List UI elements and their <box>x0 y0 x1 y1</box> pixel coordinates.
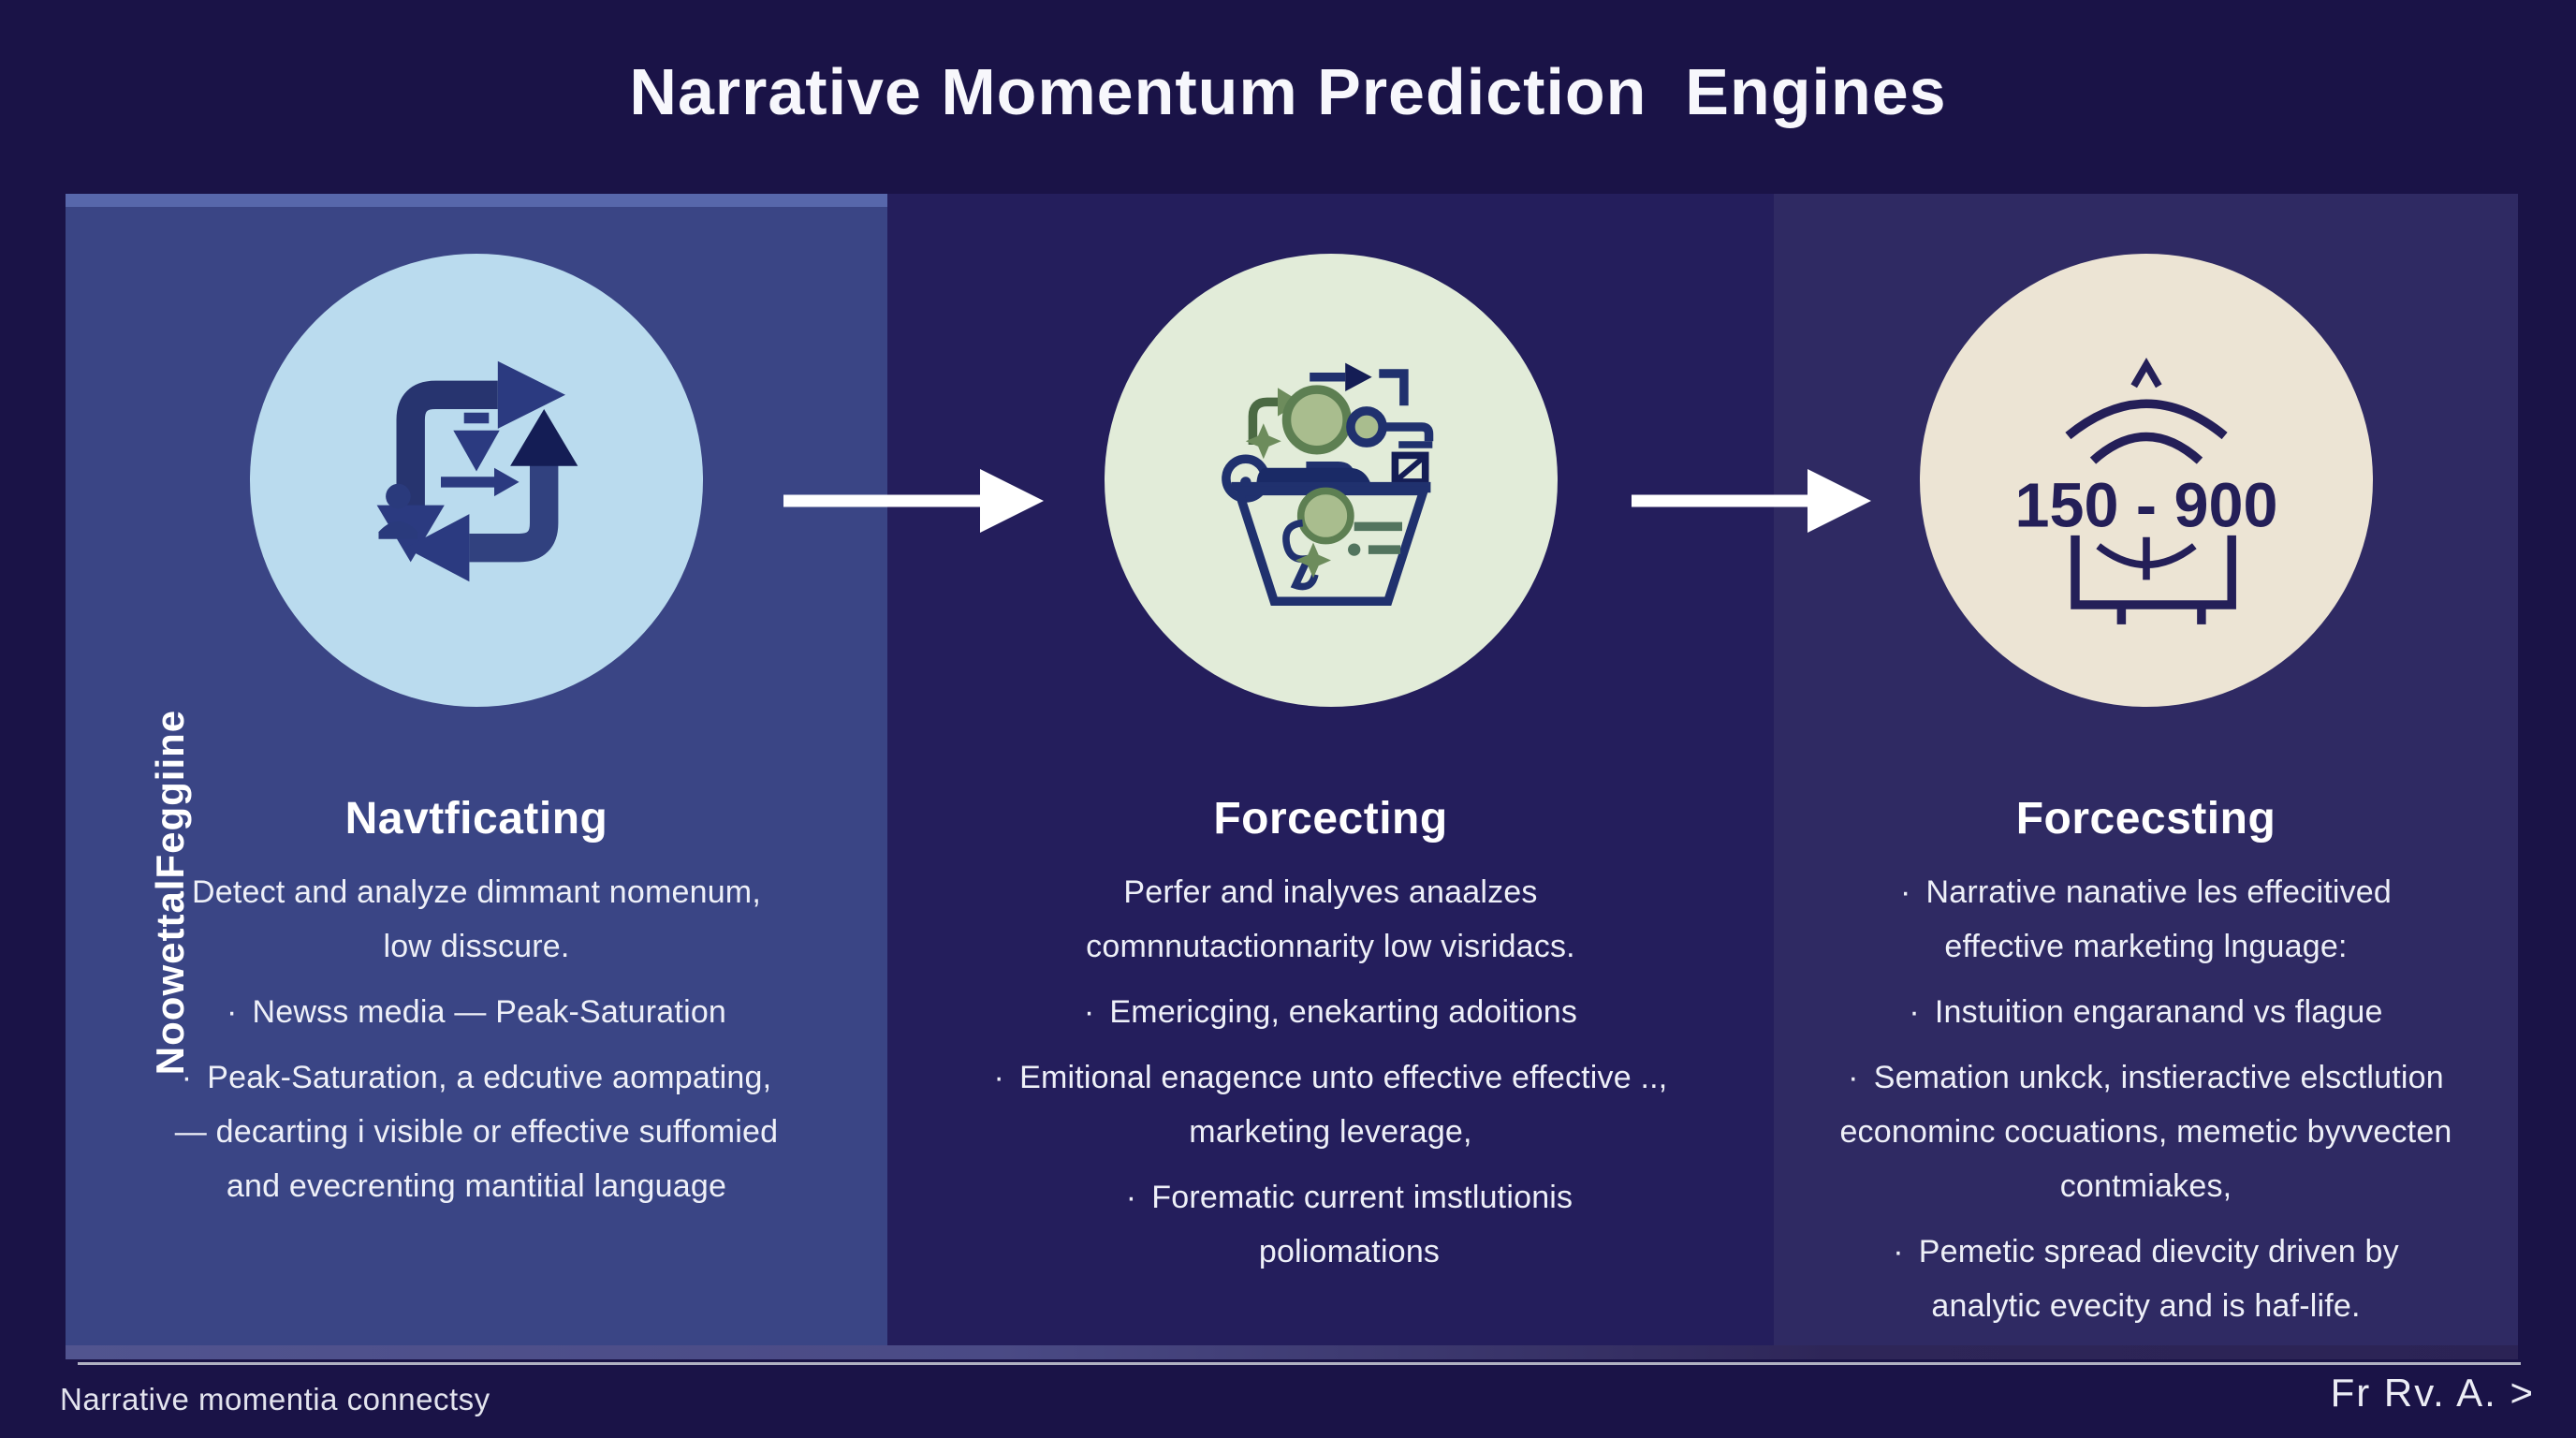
footer-accent-band <box>66 1345 2518 1359</box>
bullet-dot-icon: · <box>1848 1060 1859 1095</box>
list-item-text: Emericging, enekarting adoitions <box>1109 994 1578 1030</box>
cycle-arrows-graphic <box>376 360 578 582</box>
list-item: · Pemetic spread dievcity driven by analy… <box>1837 1225 2455 1333</box>
list-item: · Emericging, enekarting adoitions <box>994 985 1668 1039</box>
list-item-text: Newss media — Peak-Saturation <box>252 994 727 1030</box>
list-item: ·Peak-Saturation, a edcutive aompating, … <box>168 1050 785 1213</box>
list-item-text: Narrative nanative les effecitived effec… <box>1925 874 2393 964</box>
bullet-dot-icon: · <box>1893 1234 1904 1269</box>
column-heading: Forcecsting <box>2015 794 2276 844</box>
column-paragraph: Detect and analyze dimmant nomenum, low … <box>192 874 761 964</box>
panel-detection: NoowettalFeggiine Navtficating Detect an… <box>66 194 887 1345</box>
list-item: · Newss media — Peak-Saturation <box>168 985 785 1039</box>
column-heading: Navtficating <box>344 794 608 844</box>
bullet-dot-icon: · <box>1125 1180 1137 1215</box>
bullet-dot-icon: · <box>993 1060 1005 1095</box>
bullet-dot-icon: · <box>1899 874 1911 910</box>
bullet-dot-icon: · <box>1909 994 1920 1030</box>
list-item-text: Semation unkck, instieractive elsctlutio… <box>1839 1060 2452 1204</box>
analysis-basket-icon <box>1104 254 1558 707</box>
list-item: · Narrative nanative les effecitived effe… <box>1837 865 2455 974</box>
bullet-dot-icon: · <box>226 994 238 1030</box>
bullet-dot-icon: · <box>181 1060 193 1095</box>
list-item-nested: · Forematic current imstlutionis poliomat… <box>994 1170 1668 1279</box>
range-value: 150 - 900 <box>2014 471 2277 540</box>
footer-attribution: Fr Rv. A. > <box>2330 1371 2535 1415</box>
page-title: Narrative Momentum Prediction Engines <box>629 55 1947 128</box>
range-gauge-icon: 150 - 900 <box>1919 254 2373 707</box>
footer-caption: Narrative momentia connectsy <box>60 1382 490 1416</box>
list-item: · Instuition engaranand vs flague <box>1837 985 2455 1039</box>
list-item-text: Forematic current imstlutionis poliomati… <box>1151 1180 1573 1269</box>
side-label: NoowettalFeggiine <box>148 709 192 1076</box>
column-paragraph: Perfer and inalyves anaalzes comnnutacti… <box>1086 874 1575 964</box>
analysis-basket-graphic <box>1221 362 1433 606</box>
range-gauge-graphic: 150 - 900 <box>2014 357 2277 624</box>
column-body: Perfer and inalyves anaalzes comnnutacti… <box>994 865 1668 1279</box>
list-item: ·Semation unkck, instieractive elsctluti… <box>1837 1050 2455 1213</box>
panel-forecasting-1: Forcecting Perfer and inalyves anaalzes … <box>887 194 1774 1345</box>
list-item-text: Emitional enagence unto effective effect… <box>1019 1060 1668 1150</box>
list-item-text: Instuition engaranand vs flague <box>1934 994 2383 1030</box>
cycle-arrows-icon <box>250 254 703 707</box>
panel-forecasting-2: 150 - 900 Forcecsting ·Narrative nanativ… <box>1774 194 2518 1345</box>
list-item: · Emitional enagence unto effective effec… <box>994 1050 1668 1159</box>
flow-arrow-right-icon <box>1632 469 1871 533</box>
bullet-dot-icon: · <box>1083 994 1095 1030</box>
column-body: Detect and analyze dimmant nomenum, low … <box>168 865 785 1213</box>
list-item-text: Peak-Saturation, a edcutive aompating, —… <box>174 1060 779 1204</box>
footer-divider <box>78 1362 2521 1365</box>
list-item-text: Pemetic spread dievcity driven by analyt… <box>1918 1234 2399 1324</box>
column-heading: Forcecting <box>1213 794 1448 844</box>
flow-arrow-right-icon <box>783 469 1044 533</box>
column-body: ·Narrative nanative les effecitived effe… <box>1837 865 2455 1333</box>
